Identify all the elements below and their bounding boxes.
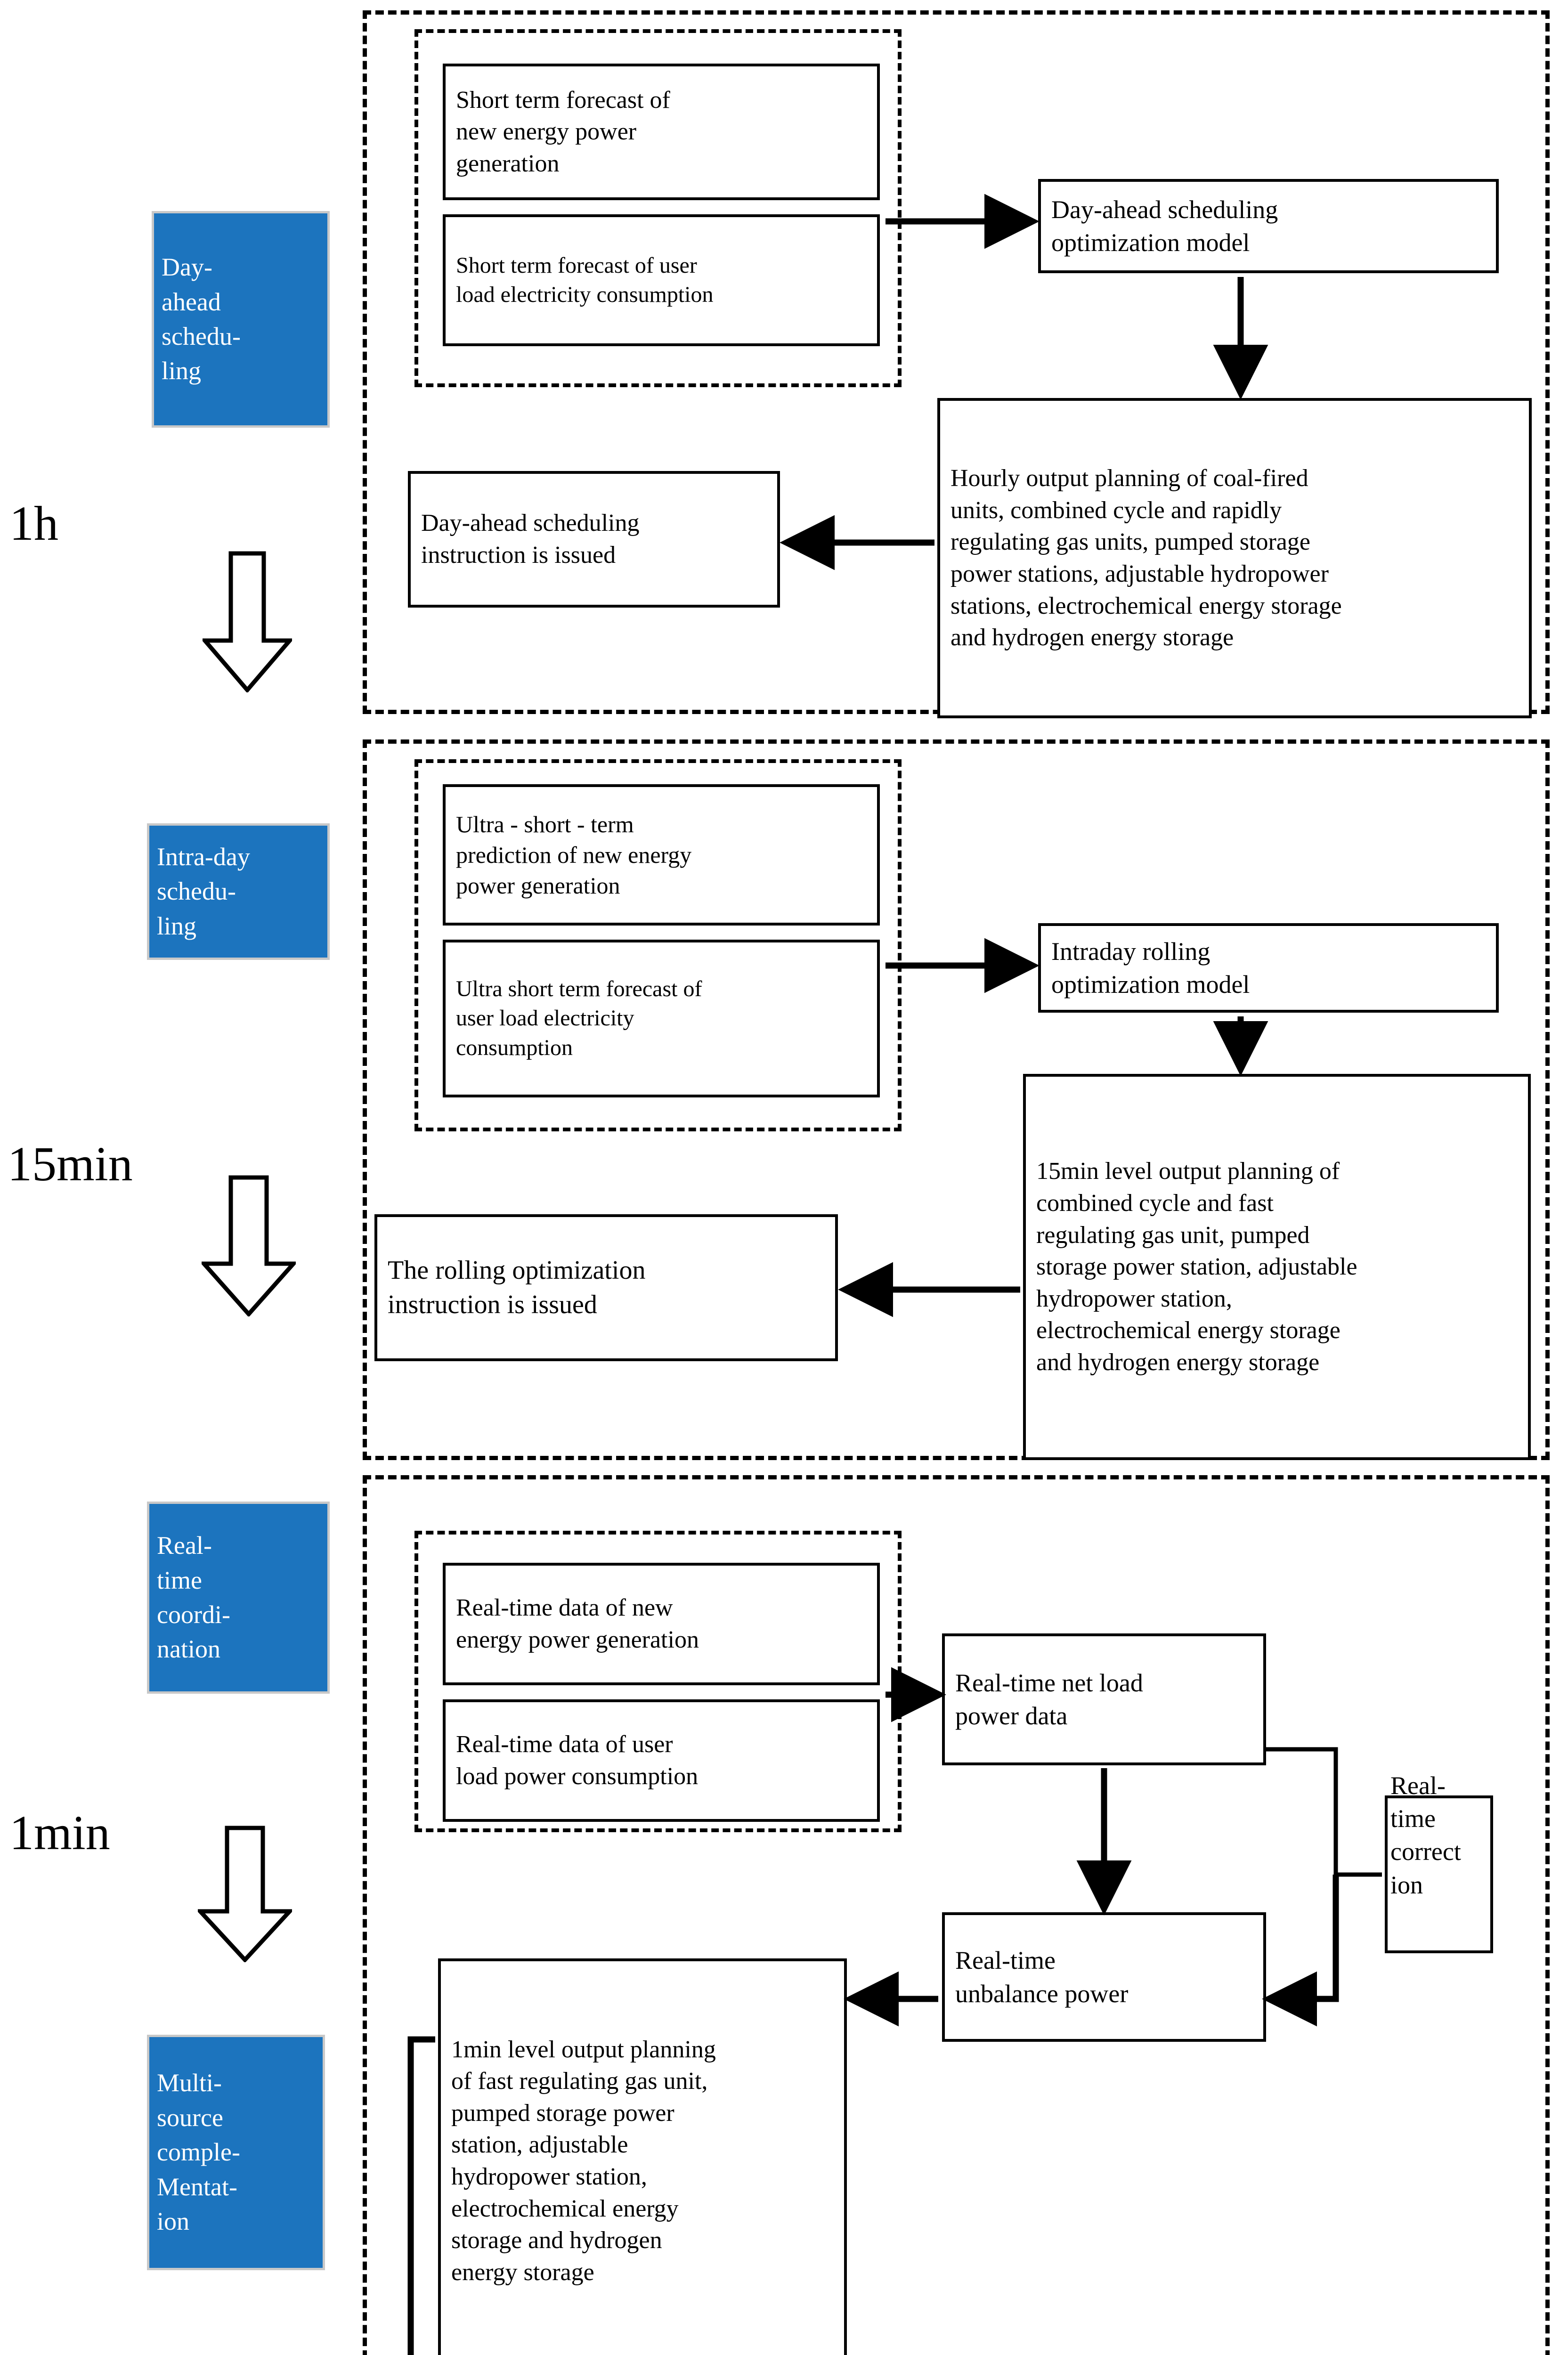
box-short-term-forecast-generation: Short term forecast of new energy power … bbox=[443, 64, 880, 200]
box-real-time-unbalance-power-text: Real-time unbalance power bbox=[955, 1946, 1129, 2008]
box-rolling-optimization-instruction: The rolling optimization instruction is … bbox=[374, 1214, 838, 1361]
stage-label-multi-source: Multi- source comple- Mentat- ion bbox=[147, 2035, 325, 2270]
down-block-arrow-1 bbox=[203, 551, 292, 692]
box-day-ahead-instruction-text: Day-ahead scheduling instruction is issu… bbox=[421, 510, 640, 568]
section-intra-day-container bbox=[363, 739, 1550, 1460]
stage-label-multi-source-text: Multi- source comple- Mentat- ion bbox=[157, 2069, 240, 2236]
tick-label-1min: 1min bbox=[9, 1806, 110, 1860]
box-real-time-data-generation: Real-time data of new energy power gener… bbox=[443, 1563, 880, 1685]
box-rolling-optimization-instruction-text: The rolling optimization instruction is … bbox=[388, 1256, 646, 1319]
box-ultra-short-term-prediction-generation: Ultra - short - term prediction of new e… bbox=[443, 784, 880, 926]
box-1min-output-planning-text: 1min level output planning of fast regul… bbox=[451, 2036, 716, 2286]
stage-label-intra-day-text: Intra-day schedu- ling bbox=[157, 842, 250, 940]
stage-label-real-time-text: Real- time coordi- nation bbox=[157, 1531, 230, 1664]
stage-label-real-time: Real- time coordi- nation bbox=[147, 1502, 330, 1694]
box-day-ahead-instruction: Day-ahead scheduling instruction is issu… bbox=[408, 471, 780, 608]
box-hourly-output-planning: Hourly output planning of coal-fired uni… bbox=[937, 398, 1532, 718]
stage-label-day-ahead: Day- ahead schedu- ling bbox=[152, 211, 330, 428]
box-ultra-short-term-prediction-generation-text: Ultra - short - term prediction of new e… bbox=[456, 811, 692, 899]
box-short-term-forecast-load: Short term forecast of user load electri… bbox=[443, 214, 880, 346]
tick-label-1h: 1h bbox=[9, 496, 58, 551]
section-real-time-container bbox=[363, 1475, 1550, 2355]
section-intra-day-inputs-group bbox=[414, 759, 902, 1131]
box-1min-output-planning: 1min level output planning of fast regul… bbox=[438, 1958, 847, 2355]
box-15min-output-planning-text: 15min level output planning of combined … bbox=[1036, 1158, 1357, 1376]
box-15min-output-planning: 15min level output planning of combined … bbox=[1023, 1074, 1531, 1460]
box-real-time-net-load-power-data-text: Real-time net load power data bbox=[955, 1668, 1143, 1730]
box-short-term-forecast-generation-text: Short term forecast of new energy power … bbox=[456, 86, 670, 177]
box-real-time-data-load: Real-time data of user load power consum… bbox=[443, 1699, 880, 1822]
down-block-arrow-3 bbox=[198, 1826, 292, 1962]
section-day-ahead-inputs-group bbox=[414, 29, 902, 387]
box-intraday-rolling-optimization-model-text: Intraday rolling optimization model bbox=[1051, 937, 1250, 999]
box-ultra-short-term-forecast-load: Ultra short term forecast of user load e… bbox=[443, 940, 880, 1097]
box-short-term-forecast-load-text: Short term forecast of user load electri… bbox=[456, 252, 714, 307]
stage-label-day-ahead-text: Day- ahead schedu- ling bbox=[162, 253, 241, 385]
box-intraday-rolling-optimization-model: Intraday rolling optimization model bbox=[1038, 923, 1499, 1013]
box-day-ahead-optimization-model-text: Day-ahead scheduling optimization model bbox=[1051, 195, 1278, 257]
tick-label-15min: 15min bbox=[8, 1137, 133, 1191]
box-ultra-short-term-forecast-load-text: Ultra short term forecast of user load e… bbox=[456, 976, 702, 1060]
down-block-arrow-2 bbox=[202, 1175, 296, 1316]
box-day-ahead-optimization-model: Day-ahead scheduling optimization model bbox=[1038, 179, 1499, 273]
box-real-time-data-generation-text: Real-time data of new energy power gener… bbox=[456, 1594, 699, 1653]
box-real-time-data-load-text: Real-time data of user load power consum… bbox=[456, 1731, 699, 1790]
box-real-time-unbalance-power: Real-time unbalance power bbox=[942, 1912, 1266, 2042]
box-real-time-correction: Real- time correct ion bbox=[1385, 1771, 1493, 1953]
box-real-time-correction-text: Real- time correct ion bbox=[1390, 1771, 1461, 1899]
box-hourly-output-planning-text: Hourly output planning of coal-fired uni… bbox=[951, 465, 1342, 651]
stage-label-intra-day: Intra-day schedu- ling bbox=[147, 823, 330, 960]
box-real-time-net-load-power-data: Real-time net load power data bbox=[942, 1633, 1266, 1765]
